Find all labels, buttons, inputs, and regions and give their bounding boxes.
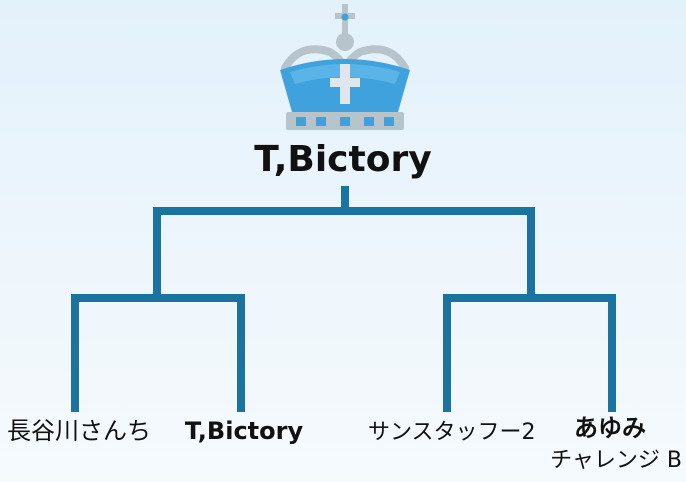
player-4-name: あゆみ (574, 414, 646, 442)
crown-icon (280, 4, 410, 130)
player-1-name: 長谷川さんち (7, 417, 151, 445)
bracket-lines (71, 186, 616, 412)
player-3-name: サンスタッフー2 (368, 420, 536, 445)
player-2-name: T,Bictory (184, 417, 304, 445)
champion-name: T,Bictory (254, 139, 432, 180)
player-4-subname: チャレンジ B (550, 448, 682, 473)
